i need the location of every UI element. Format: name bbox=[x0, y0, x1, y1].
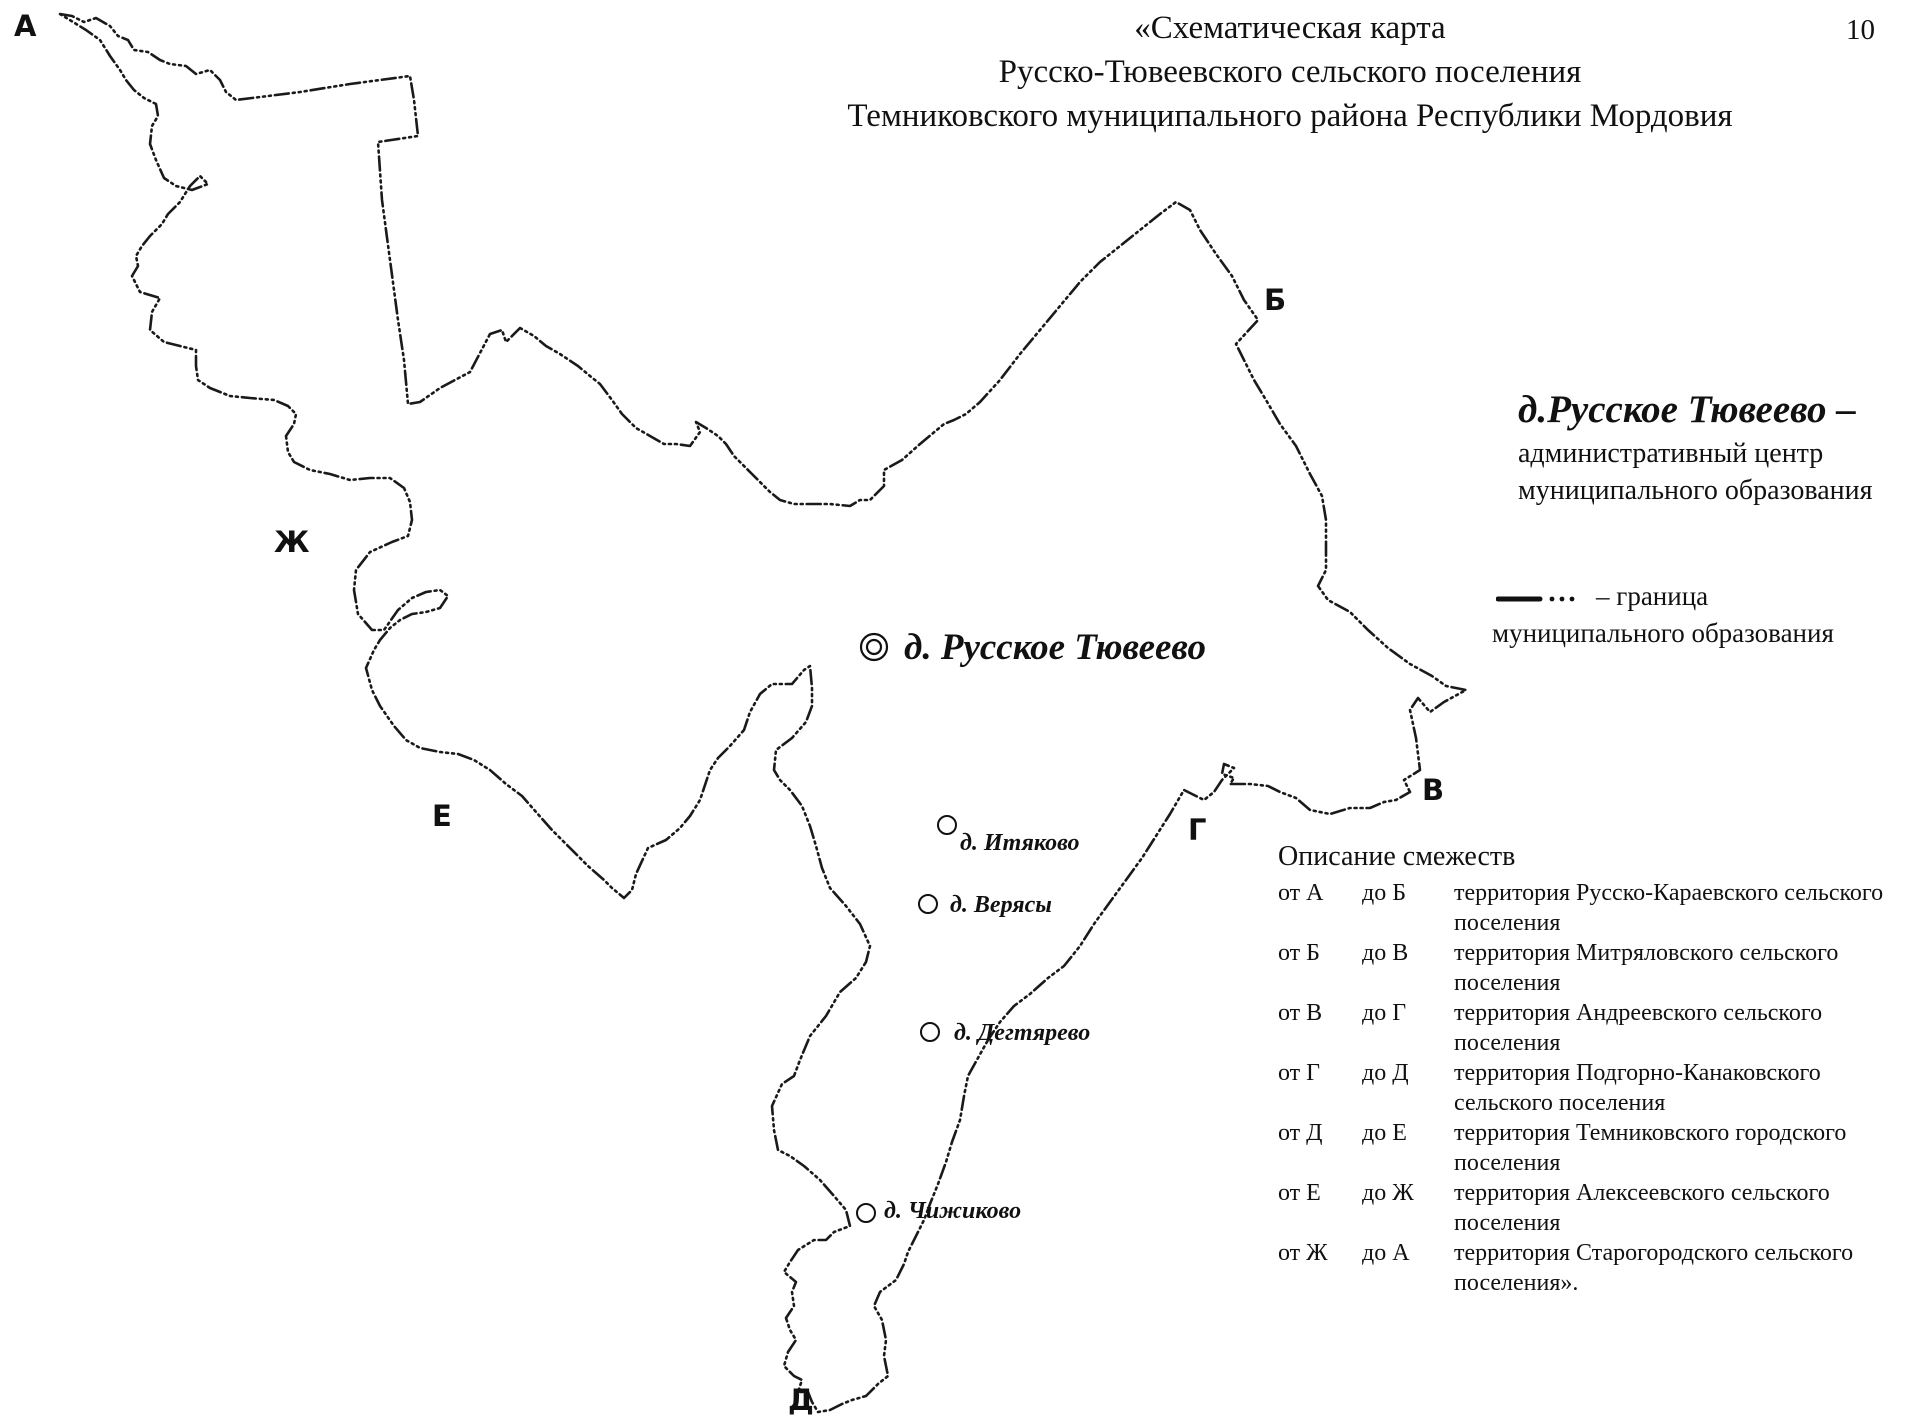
adjacency-desc: территория Алексеевского сельского посел… bbox=[1454, 1178, 1927, 1238]
adjacency-desc: территория Русско-Караевского сельского … bbox=[1454, 878, 1927, 938]
adjacency-desc-line-2: поселения bbox=[1454, 1150, 1561, 1176]
village-veriasy: д. Верясы bbox=[918, 892, 1052, 918]
adjacency-row: от Г до Д территория Подгорно-Канаковско… bbox=[1278, 1058, 1927, 1118]
adjacency-title: Описание смежеств bbox=[1278, 841, 1516, 872]
village-itiakovo: д. Итяково bbox=[937, 815, 1080, 856]
adjacency-to: до Б bbox=[1362, 880, 1406, 906]
village-label: д. Чижиково bbox=[884, 1198, 1021, 1224]
village-label: д. Дегтярево bbox=[954, 1020, 1090, 1046]
adjacency-from: от А bbox=[1278, 880, 1324, 906]
adjacency-to: до Ж bbox=[1362, 1180, 1414, 1206]
adjacency-row: от А до Б территория Русско-Караевского … bbox=[1278, 878, 1927, 938]
village-degtiarevo: д. Дегтярево bbox=[920, 1020, 1090, 1046]
point-label-zh: Ж bbox=[274, 525, 310, 559]
adjacency-row: от Ж до А территория Старогородского сел… bbox=[1278, 1238, 1927, 1298]
adjacency-desc-line-2: поселения bbox=[1454, 910, 1561, 936]
adjacency-row: от В до Г территория Андреевского сельск… bbox=[1278, 998, 1927, 1058]
legend-boundary-line-1: – граница bbox=[1596, 581, 1709, 611]
adjacency-desc-line-1: территория Русско-Караевского сельского bbox=[1454, 880, 1884, 906]
adjacency-desc-line-1: территория Старогородского сельского bbox=[1454, 1240, 1854, 1266]
adjacency-from: от Ж bbox=[1278, 1240, 1328, 1266]
adjacency-to: до Д bbox=[1362, 1060, 1409, 1086]
title-line-3: Темниковского муниципального района Респ… bbox=[847, 98, 1733, 134]
page-number: 10 bbox=[1846, 14, 1875, 46]
adjacency-from: от В bbox=[1278, 1000, 1323, 1026]
adjacency-desc: территория Митряловского сельского посел… bbox=[1454, 938, 1927, 998]
circle-icon bbox=[918, 894, 938, 914]
circle-icon bbox=[937, 815, 957, 835]
adjacency-desc-line-2: сельского поселения bbox=[1454, 1090, 1666, 1116]
legend-center-dash: – bbox=[1826, 388, 1856, 431]
adjacency-desc-line-1: территория Алексеевского сельского bbox=[1454, 1180, 1830, 1206]
village-label: д. Верясы bbox=[950, 892, 1052, 918]
adjacency-desc-line-2: поселения bbox=[1454, 1210, 1561, 1236]
point-label-g: Г bbox=[1188, 813, 1206, 847]
adjacency-to: до Е bbox=[1362, 1120, 1407, 1146]
adjacency-from: от Б bbox=[1278, 940, 1320, 966]
map-title: «Схематическая карта Русско-Тювеевского … bbox=[780, 6, 1800, 138]
center-label: д. Русское Тювеево bbox=[904, 627, 1206, 668]
circle-icon bbox=[920, 1022, 940, 1042]
adjacency-from: от Е bbox=[1278, 1180, 1321, 1206]
point-label-b: Б bbox=[1264, 283, 1286, 317]
title-line-2: Русско-Тювеевского сельского поселения bbox=[998, 54, 1582, 90]
adjacency-desc-line-1: территория Темниковского городского bbox=[1454, 1120, 1847, 1146]
adjacency-row: от Е до Ж территория Алексеевского сельс… bbox=[1278, 1178, 1927, 1238]
adjacency-desc-line-2: поселения». bbox=[1454, 1270, 1579, 1296]
adjacency-to: до В bbox=[1362, 940, 1409, 966]
legend-center-line-1: административный центр bbox=[1518, 438, 1824, 469]
boundary-line-icon bbox=[1496, 596, 1575, 602]
adjacency-desc: территория Подгорно-Канаковского сельско… bbox=[1454, 1058, 1927, 1118]
legend-center-name: д.Русское Тювеево bbox=[1518, 388, 1827, 431]
legend-boundary: – граница муниципального образования bbox=[1492, 578, 1912, 652]
village-label: д. Итяково bbox=[960, 830, 1080, 856]
municipal-boundary bbox=[58, 12, 1468, 1414]
double-circle-icon bbox=[859, 632, 889, 662]
adjacency-from: от Д bbox=[1278, 1120, 1323, 1146]
legend-boundary-line-2: муниципального образования bbox=[1492, 618, 1834, 648]
point-label-d: Д bbox=[788, 1383, 814, 1417]
adjacency-from: от Г bbox=[1278, 1060, 1321, 1086]
adjacency-row: от Д до Е территория Темниковского город… bbox=[1278, 1118, 1927, 1178]
point-label-v: В bbox=[1422, 773, 1444, 807]
adjacency-desc-line-1: территория Андреевского сельского bbox=[1454, 1000, 1823, 1026]
circle-icon bbox=[856, 1203, 876, 1223]
adjacency-desc-line-2: поселения bbox=[1454, 1030, 1561, 1056]
adjacency-row: от Б до В территория Митряловского сельс… bbox=[1278, 938, 1927, 998]
adjacency-desc-line-1: территория Митряловского сельского bbox=[1454, 940, 1839, 966]
adjacency-to: до А bbox=[1362, 1240, 1410, 1266]
adjacency-desc: территория Темниковского городского посе… bbox=[1454, 1118, 1927, 1178]
adjacency-description: Описание смежеств от А до Б территория Р… bbox=[1278, 840, 1927, 1298]
adjacency-desc: территория Андреевского сельского поселе… bbox=[1454, 998, 1927, 1058]
point-label-a: А bbox=[14, 9, 37, 43]
adjacency-to: до Г bbox=[1362, 1000, 1407, 1026]
adjacency-desc-line-2: поселения bbox=[1454, 970, 1561, 996]
adjacency-desc: территория Старогородского сельского пос… bbox=[1454, 1238, 1927, 1298]
legend-center: д.Русское Тювеево – административный цен… bbox=[1518, 385, 1918, 509]
adjacency-desc-line-1: территория Подгорно-Канаковского bbox=[1454, 1060, 1821, 1086]
point-label-e: Е bbox=[432, 799, 452, 833]
legend-center-line-2: муниципального образования bbox=[1518, 475, 1873, 506]
title-line-1: «Схематическая карта bbox=[1134, 10, 1446, 46]
village-chizhikovo: д. Чижиково bbox=[856, 1198, 1021, 1224]
